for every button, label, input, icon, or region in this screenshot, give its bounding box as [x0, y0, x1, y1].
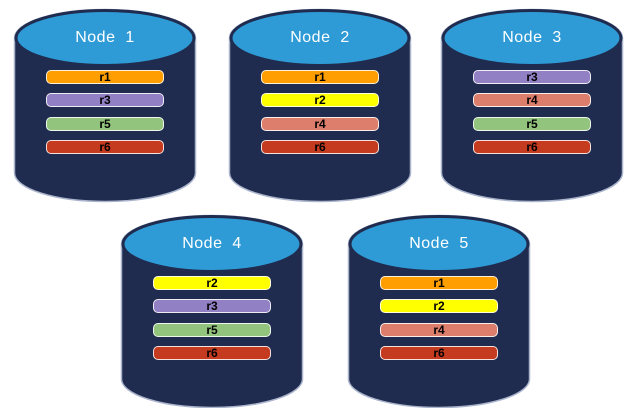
- replica-label: r6: [433, 346, 445, 360]
- replica-bar: r6: [261, 140, 379, 154]
- node-title: Node 2: [290, 29, 350, 46]
- node-title: Node 4: [182, 235, 242, 252]
- replica-bar: r6: [153, 346, 271, 360]
- replica-label: r3: [526, 70, 538, 84]
- replica-label: r5: [526, 117, 538, 131]
- replica-label: r3: [206, 299, 218, 313]
- replica-label: r3: [99, 93, 111, 107]
- replica-bar: r3: [46, 93, 164, 107]
- replica-label: r2: [314, 93, 326, 107]
- replica-label: r5: [99, 117, 111, 131]
- replica-bar: r6: [473, 140, 591, 154]
- node-2: Node 2 r1 r2 r4 r6: [228, 8, 412, 203]
- node-title: Node 5: [409, 235, 469, 252]
- replica-bar: r1: [261, 70, 379, 84]
- replica-bar: r5: [153, 323, 271, 337]
- replica-label: r6: [99, 140, 111, 154]
- replica-label: r4: [433, 323, 445, 337]
- replica-label: r1: [99, 70, 111, 84]
- replica-label: r2: [206, 276, 218, 290]
- replica-bar: r2: [261, 93, 379, 107]
- replica-label: r1: [433, 276, 445, 290]
- replica-label: r6: [314, 140, 326, 154]
- replica-bar: r2: [153, 276, 271, 290]
- replica-label: r4: [314, 117, 326, 131]
- node-4: Node 4 r2 r3 r5 r6: [120, 214, 304, 408]
- node-title: Node 3: [502, 29, 562, 46]
- replica-bar: r4: [380, 323, 498, 337]
- replica-bar: r3: [153, 299, 271, 313]
- node-3: Node 3 r3 r4 r5 r6: [440, 8, 624, 203]
- replica-label: r6: [526, 140, 538, 154]
- replica-bar: r4: [261, 117, 379, 131]
- node-5: Node 5 r1 r2 r4 r6: [347, 214, 531, 408]
- replica-bar: r6: [380, 346, 498, 360]
- replica-bar: r6: [46, 140, 164, 154]
- replica-label: r6: [206, 346, 218, 360]
- replica-label: r2: [433, 299, 445, 313]
- node-1: Node 1 r1 r3 r5 r6: [13, 8, 197, 203]
- replica-bar: r1: [46, 70, 164, 84]
- replica-bar: r5: [473, 117, 591, 131]
- replica-bar: r3: [473, 70, 591, 84]
- replica-label: r5: [206, 323, 218, 337]
- replica-label: r4: [526, 93, 538, 107]
- replica-label: r1: [314, 70, 326, 84]
- replica-bar: r1: [380, 276, 498, 290]
- replica-bar: r4: [473, 93, 591, 107]
- replica-bar: r2: [380, 299, 498, 313]
- node-title: Node 1: [75, 29, 135, 46]
- replica-bar: r5: [46, 117, 164, 131]
